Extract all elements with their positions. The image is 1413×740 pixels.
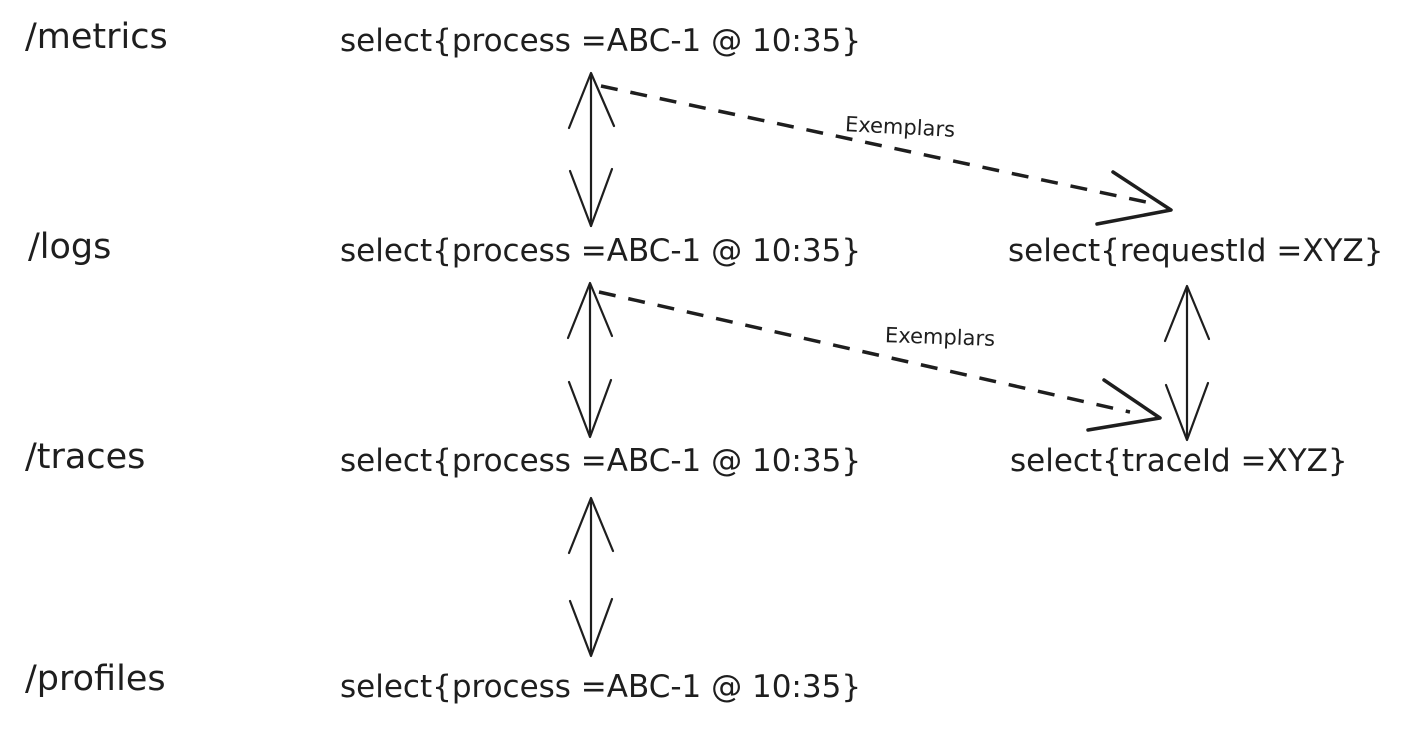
- bidirectional-arrow-metrics-logs-icon: [567, 71, 616, 228]
- endpoint-label-logs: /logs: [28, 227, 112, 267]
- query-traces: select{process =ABC-1 @ 10:35}: [340, 443, 862, 479]
- query-profiles: select{process =ABC-1 @ 10:35}: [340, 669, 862, 705]
- endpoint-label-traces: /traces: [25, 437, 146, 477]
- exemplars-label-middle: Exemplars: [884, 323, 996, 351]
- dashed-arrow-logs-traceid-icon: [598, 290, 1162, 432]
- query-metrics: select{process =ABC-1 @ 10:35}: [340, 23, 862, 59]
- bidirectional-arrow-traces-profiles-icon: [567, 496, 615, 658]
- bidirectional-arrow-logs-traces-icon: [566, 281, 614, 439]
- query-logs: select{process =ABC-1 @ 10:35}: [340, 233, 862, 269]
- bidirectional-arrow-requestid-traceid-icon: [1163, 284, 1211, 442]
- query-traceid: select{traceId =XYZ}: [1010, 443, 1348, 479]
- query-requestid: select{requestId =XYZ}: [1008, 233, 1384, 269]
- endpoint-label-profiles: /profiles: [25, 659, 166, 699]
- dashed-arrow-metrics-requestid-icon: [600, 84, 1173, 226]
- endpoint-label-metrics: /metrics: [25, 17, 168, 57]
